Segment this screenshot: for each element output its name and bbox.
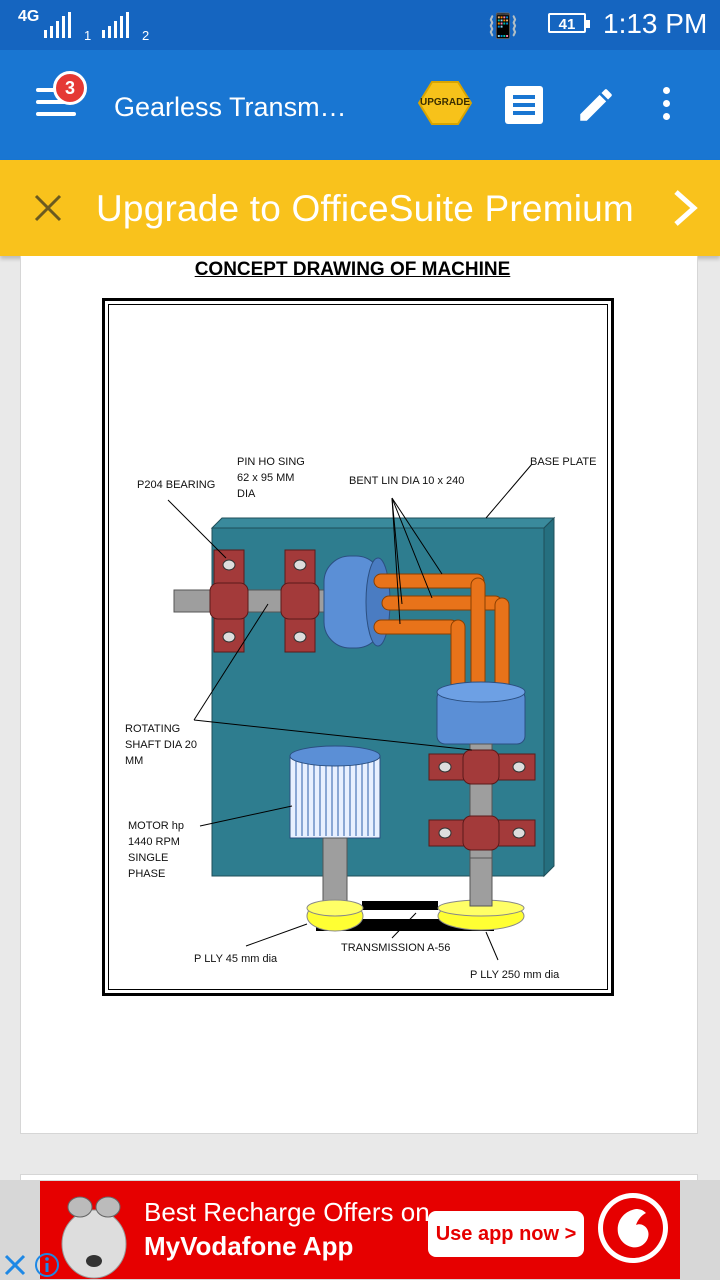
- ad-cta-button[interactable]: Use app now >: [428, 1211, 584, 1257]
- ad-info-icon[interactable]: [34, 1252, 60, 1278]
- status-bar: 4G 1 2 📳 41 1:13 PM: [0, 0, 720, 50]
- label-bent-link: BENT LIN DIA 10 x 240: [349, 475, 465, 487]
- more-vert-icon[interactable]: [660, 87, 672, 127]
- mascot-icon: [61, 1196, 127, 1279]
- label-pin-housing: PIN HO SING 62 x 95 MM DIA: [237, 456, 305, 500]
- label-pulley-large: P LLY 250 mm dia: [470, 969, 560, 981]
- clock: 1:13 PM: [603, 8, 708, 39]
- upgrade-button[interactable]: UPGRADE: [417, 80, 473, 126]
- bent-rod-1: [373, 573, 485, 589]
- motor-body: [289, 755, 381, 839]
- label-pulley-small: P LLY 45 mm dia: [194, 953, 278, 965]
- document-view-icon[interactable]: [505, 86, 543, 124]
- label-motor: MOTOR hp 1440 RPM SINGLE PHASE: [128, 820, 185, 880]
- label-bearing: P204 BEARING: [137, 479, 216, 491]
- motor-shaft: [322, 837, 348, 911]
- vibrate-icon: 📳: [488, 13, 518, 40]
- label-base-plate: BASE PLATE: [530, 456, 597, 468]
- edit-pencil-icon[interactable]: [575, 84, 617, 126]
- sim1-label: 1: [84, 28, 92, 43]
- ad-banner[interactable]: Best Recharge Offers on MyVodafone App U…: [40, 1181, 680, 1279]
- network-type: 4G: [18, 8, 40, 25]
- notification-badge: 3: [53, 71, 87, 105]
- chevron-right-icon[interactable]: [670, 188, 700, 228]
- upgrade-promo-bar[interactable]: Upgrade to OfficeSuite Premium: [0, 160, 720, 256]
- page-heading: CONCEPT DRAWING OF MACHINE: [194, 259, 511, 280]
- document-title: Gearless Transm…: [114, 92, 347, 122]
- ad-headline: Best Recharge Offers on: [144, 1197, 430, 1227]
- label-shaft: ROTATING SHAFT DIA 20 MM: [125, 723, 197, 767]
- belt-top: [362, 901, 438, 910]
- bent-rod-3: [373, 619, 459, 635]
- ad-subheadline: MyVodafone App: [144, 1231, 354, 1261]
- upgrade-badge-icon: [417, 81, 473, 125]
- vodafone-logo-icon: [598, 1193, 668, 1263]
- signal-icon-sim2: [102, 12, 129, 38]
- label-transmission: TRANSMISSION A-56: [341, 942, 451, 954]
- base-plate-side: [543, 516, 555, 878]
- app-bar: 3 Gearless Transm… UPGRADE: [0, 50, 720, 160]
- base-plate-top: [210, 517, 556, 529]
- close-ad-icon[interactable]: [2, 1252, 28, 1278]
- close-icon[interactable]: [30, 190, 66, 226]
- promo-text: Upgrade to OfficeSuite Premium: [96, 188, 634, 229]
- battery-level: 41: [558, 16, 576, 33]
- signal-icon-sim1: [44, 12, 71, 38]
- battery-icon: 41: [548, 13, 590, 33]
- machine-drawing: [167, 463, 556, 961]
- upgrade-label: UPGRADE: [419, 97, 470, 108]
- sim2-label: 2: [142, 28, 150, 43]
